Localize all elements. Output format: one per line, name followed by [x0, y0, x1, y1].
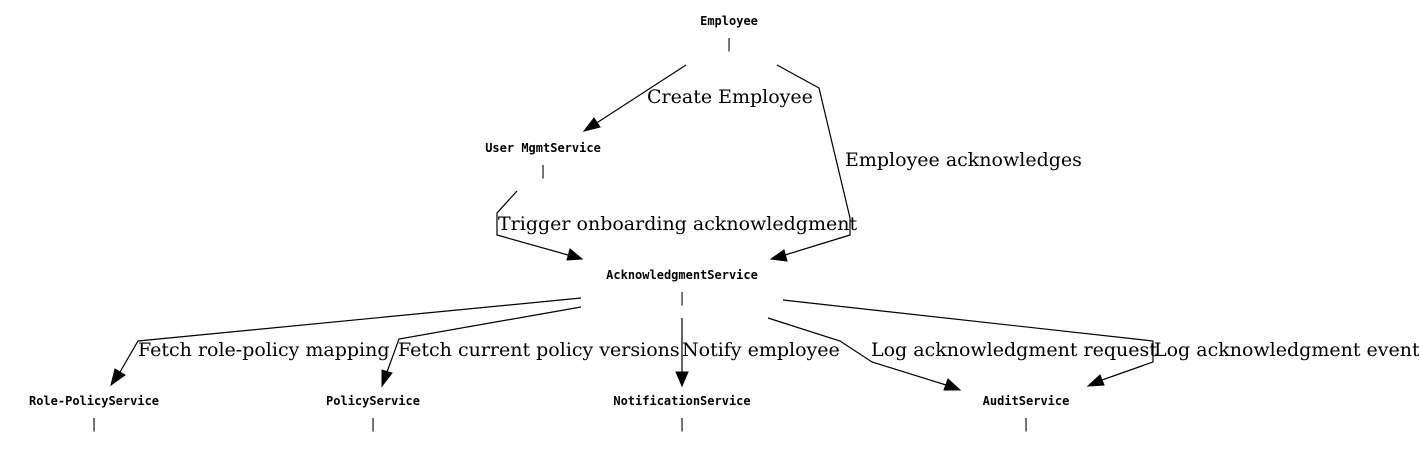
edge-fetch-role-policy: Fetch role-policy mapping	[110, 297, 582, 387]
edge-log-ack-request-arrowhead	[943, 378, 962, 391]
node-policy-service: PolicyService |	[326, 394, 420, 432]
node-audit-service-label: AuditService	[983, 394, 1070, 408]
node-acknowledgment-service-label: AcknowledgmentService	[606, 268, 758, 282]
edge-fetch-policy-versions: Fetch current policy versions	[381, 306, 680, 388]
edge-notify-employee-arrowhead	[675, 371, 689, 388]
node-employee: Employee |	[700, 14, 758, 52]
node-policy-service-label: PolicyService	[326, 394, 420, 408]
node-role-policy-service-label: Role-PolicyService	[29, 394, 159, 408]
node-notification-service-bar: |	[678, 417, 686, 432]
node-notification-service: NotificationService |	[613, 394, 750, 432]
edge-fetch-role-policy-line	[119, 297, 582, 373]
edge-log-ack-request-line	[767, 317, 947, 386]
edge-trigger-onboarding-arrowhead	[566, 248, 584, 261]
edge-employee-acknowledges-arrowhead	[769, 249, 788, 262]
edge-log-ack-event-line	[782, 299, 1154, 381]
edge-log-ack-request-label: Log acknowledgment request	[871, 339, 1157, 361]
edge-fetch-role-policy-arrowhead	[110, 368, 126, 387]
edge-trigger-onboarding-line	[496, 190, 569, 256]
edge-fetch-role-policy-label: Fetch role-policy mapping	[138, 339, 390, 361]
node-user-mgmt-service: User MgmtService |	[485, 141, 601, 179]
edge-fetch-policy-versions-label: Fetch current policy versions	[398, 339, 680, 361]
edge-notify-employee: Notify employee	[675, 318, 840, 388]
edge-log-ack-event: Log acknowledgment event	[782, 299, 1419, 387]
node-notification-service-label: NotificationService	[613, 394, 750, 408]
node-user-mgmt-service-bar: |	[539, 164, 547, 179]
node-employee-bar: |	[725, 37, 733, 52]
node-role-policy-service: Role-PolicyService |	[29, 394, 159, 432]
edge-create-employee-line	[594, 64, 687, 125]
edge-log-ack-request: Log acknowledgment request	[767, 317, 1157, 391]
edge-trigger-onboarding-label: Trigger onboarding acknowledgment	[498, 213, 857, 235]
node-employee-label: Employee	[700, 14, 758, 28]
edge-log-ack-event-arrowhead	[1086, 374, 1105, 387]
edge-log-ack-event-label: Log acknowledgment event	[1154, 339, 1419, 361]
node-role-policy-service-bar: |	[90, 417, 98, 432]
edge-fetch-policy-versions-line	[386, 306, 582, 373]
edge-trigger-onboarding: Trigger onboarding acknowledgment	[496, 190, 857, 261]
edge-create-employee-arrowhead	[582, 117, 601, 132]
edge-employee-acknowledges: Employee acknowledges	[769, 64, 1082, 262]
edge-fetch-policy-versions-arrowhead	[381, 369, 393, 388]
edge-notify-employee-label: Notify employee	[682, 339, 840, 361]
edge-employee-acknowledges-line	[776, 64, 851, 256]
node-acknowledgment-service: AcknowledgmentService |	[606, 268, 758, 306]
node-user-mgmt-service-label: User MgmtService	[485, 141, 601, 155]
edge-create-employee: Create Employee	[582, 64, 813, 132]
edge-employee-acknowledges-label: Employee acknowledges	[845, 149, 1082, 171]
node-audit-service-bar: |	[1022, 417, 1030, 432]
edge-create-employee-label: Create Employee	[647, 86, 813, 108]
node-audit-service: AuditService |	[983, 394, 1070, 432]
node-policy-service-bar: |	[369, 417, 377, 432]
node-acknowledgment-service-bar: |	[678, 291, 686, 306]
